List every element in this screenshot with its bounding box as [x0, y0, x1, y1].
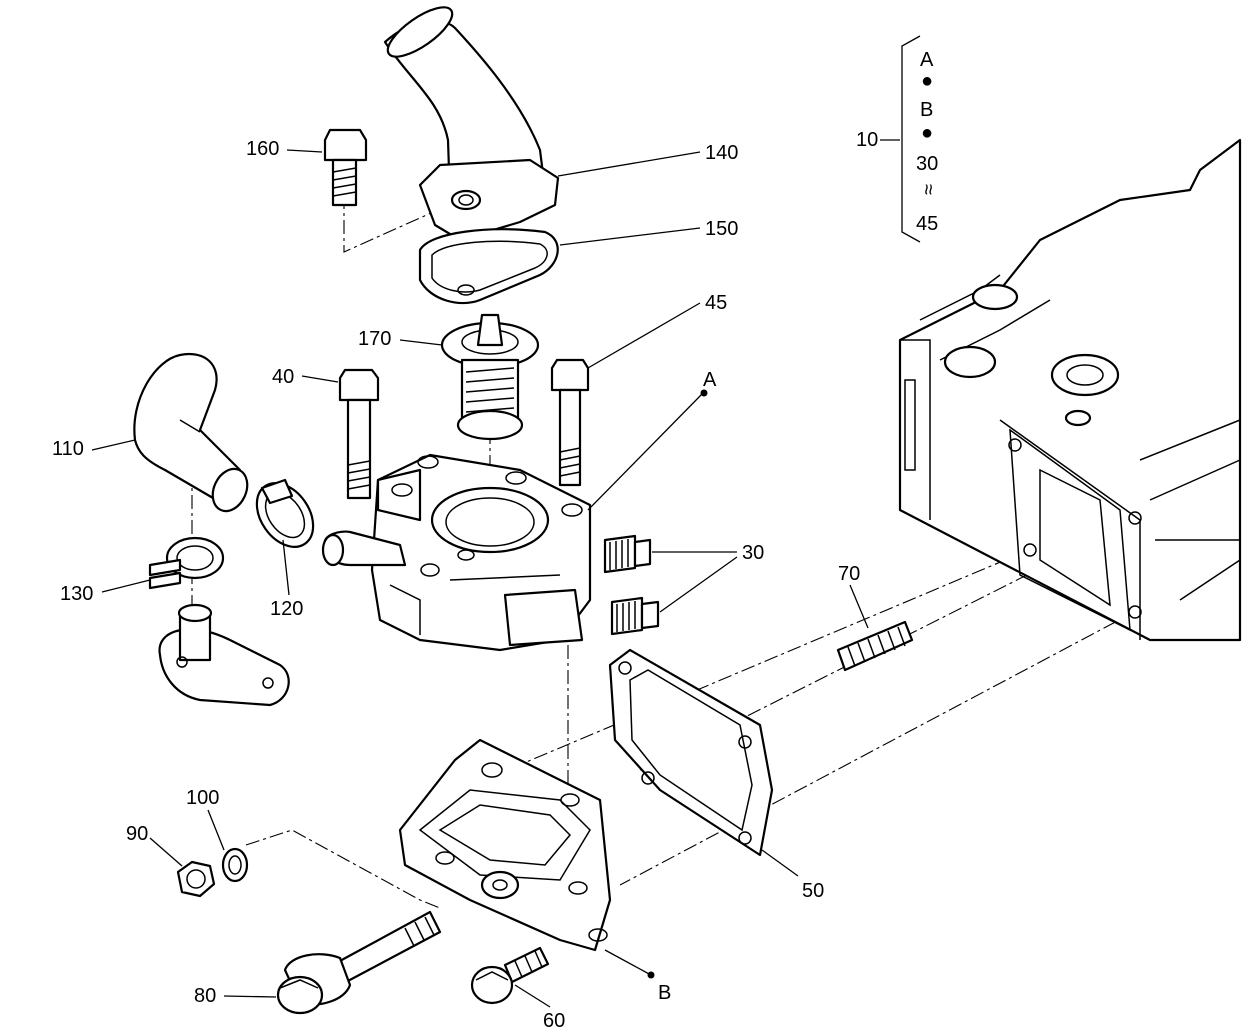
part-60-bolt	[470, 946, 550, 1005]
legend-item-45: 45	[916, 213, 938, 235]
part-45-bolt	[550, 358, 590, 487]
callout-140: 140	[705, 142, 738, 164]
cylinder-head	[898, 138, 1242, 642]
bottom-bracket	[398, 738, 612, 952]
legend-bracket	[901, 35, 921, 243]
legend: 10 A ● B ● 30 ≈ 45	[856, 35, 939, 243]
callout-labels: 160 140 150 45 170 40 A 110 30 130 120 7…	[52, 138, 860, 1032]
pipe-flange	[158, 603, 290, 707]
part-160-bolt	[323, 128, 368, 207]
part-140-outlet-elbow	[383, 6, 560, 242]
part-170-thermostat	[440, 313, 540, 441]
callout-90: 90	[126, 823, 148, 845]
leader-lines	[91, 149, 869, 1008]
reference-dot-b	[647, 971, 655, 979]
legend-item-b: B	[920, 99, 933, 121]
thermostat-housing	[321, 453, 592, 652]
part-150-gasket	[418, 228, 559, 305]
legend-dot-2: ●	[921, 122, 933, 144]
callout-160: 160	[246, 138, 279, 160]
callout-b: B	[658, 982, 671, 1004]
callout-70: 70	[838, 563, 860, 585]
legend-group-number: 10	[856, 129, 878, 151]
callout-40: 40	[272, 366, 294, 388]
part-50-gasket	[608, 648, 774, 857]
callout-100: 100	[186, 787, 219, 809]
callout-45: 45	[705, 292, 727, 314]
callout-80: 80	[194, 985, 216, 1007]
callout-130: 130	[60, 583, 93, 605]
callout-150: 150	[705, 218, 738, 240]
part-30-plugs	[603, 534, 660, 636]
part-70-stud	[836, 620, 914, 672]
callout-a: A	[703, 369, 717, 391]
callout-50: 50	[802, 880, 824, 902]
callout-30: 30	[742, 542, 764, 564]
callout-110: 110	[52, 438, 84, 460]
callout-170: 170	[358, 328, 391, 350]
part-90-nut	[176, 860, 216, 898]
legend-tilde: ≈	[917, 184, 939, 195]
part-80-bolt	[276, 910, 442, 1015]
part-130-clip	[148, 536, 225, 590]
legend-dot-1: ●	[921, 70, 933, 92]
callout-60: 60	[543, 1010, 565, 1032]
callout-120: 120	[270, 598, 303, 620]
legend-item-30: 30	[916, 153, 938, 175]
reference-dot-a	[700, 389, 708, 397]
legend-item-a: A	[920, 49, 934, 71]
part-110-hose	[133, 352, 249, 513]
part-40-bolt	[338, 368, 380, 500]
part-100-washer	[221, 847, 249, 883]
part-120-clamp	[255, 478, 315, 548]
